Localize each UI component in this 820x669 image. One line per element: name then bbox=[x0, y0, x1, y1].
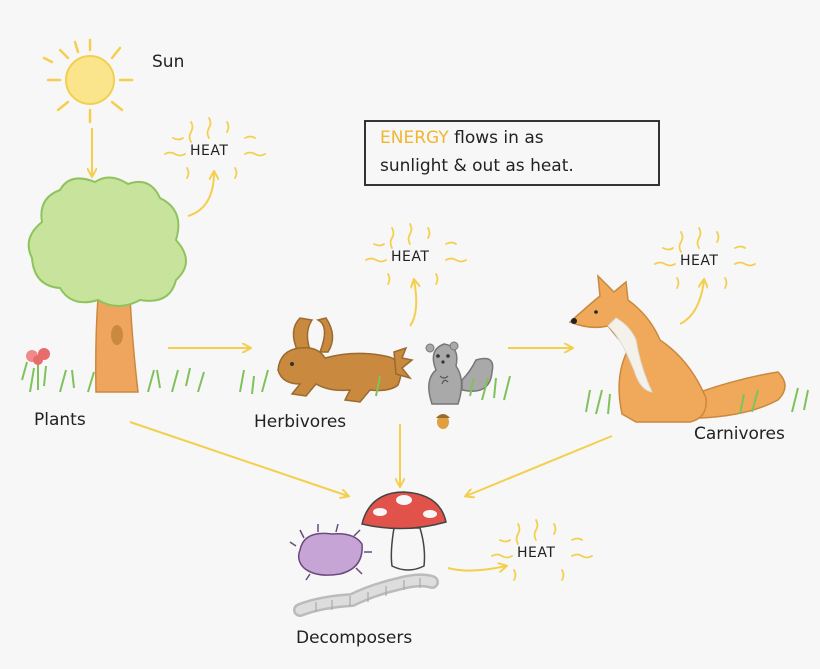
mushroom-icon bbox=[361, 491, 447, 571]
tree-icon bbox=[21, 176, 205, 393]
decomposers-label: Decomposers bbox=[296, 628, 413, 648]
energy-flow-arrows bbox=[92, 128, 704, 571]
carnivores-label: Carnivores bbox=[694, 424, 785, 444]
arrow-plants-heat bbox=[187, 172, 214, 217]
fox-icon bbox=[568, 273, 786, 423]
heat-label-decomposers: HEAT bbox=[517, 545, 556, 561]
heat-label-carnivores: HEAT bbox=[680, 253, 719, 269]
arrow-decomposers-heat bbox=[447, 566, 506, 571]
heat-squiggle-icon bbox=[365, 223, 467, 285]
grass-icon bbox=[239, 369, 511, 401]
heat-squiggle-icon bbox=[654, 227, 756, 289]
plants-label: Plants bbox=[34, 410, 86, 430]
energy-note-line-2: sunlight & out as heat. bbox=[380, 156, 574, 176]
heat-label-plants: HEAT bbox=[190, 143, 229, 159]
bug-icon bbox=[289, 523, 372, 581]
arrow-plants-to-decomposers bbox=[129, 421, 348, 496]
heat-squiggle-icon bbox=[491, 519, 593, 581]
squirrel-icon bbox=[425, 341, 494, 405]
grass-icon bbox=[585, 387, 809, 415]
energy-keyword: ENERGY bbox=[380, 128, 449, 148]
rabbit-icon bbox=[277, 317, 414, 403]
acorn-icon bbox=[436, 414, 450, 429]
arrow-herbivores-heat bbox=[409, 280, 416, 327]
heat-squiggle-icon bbox=[164, 117, 266, 179]
heat-label-herbivores: HEAT bbox=[391, 249, 430, 265]
herbivores-label: Herbivores bbox=[254, 412, 347, 432]
arrow-carnivores-heat bbox=[679, 280, 704, 325]
energy-note-line-1: ENERGY flows in as bbox=[380, 128, 544, 148]
flower-icon bbox=[26, 348, 50, 390]
energy-note-line-1-rest: flows in as bbox=[448, 128, 544, 148]
arrow-carnivores-to-decomposers bbox=[466, 435, 613, 496]
sun-label: Sun bbox=[152, 52, 185, 72]
worm-icon bbox=[293, 573, 439, 617]
sun-icon bbox=[42, 38, 134, 124]
energy-note-box: ENERGY flows in as sunlight & out as hea… bbox=[364, 120, 660, 186]
